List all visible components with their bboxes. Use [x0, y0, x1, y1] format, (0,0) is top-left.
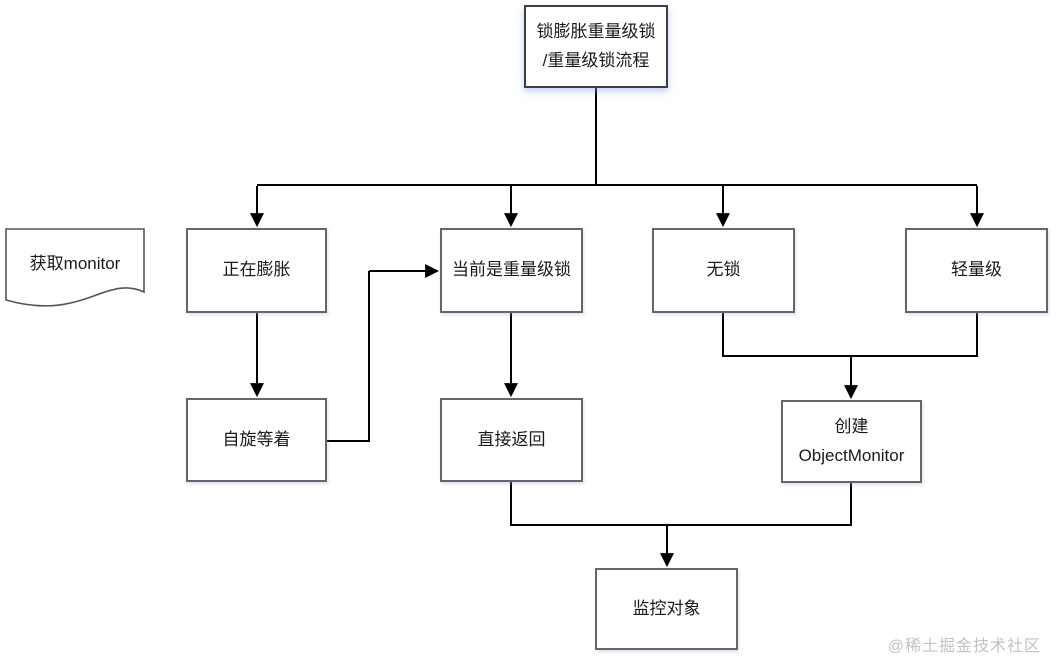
node-monitor-object: 监控对象	[595, 568, 738, 650]
node-no-lock-label: 无锁	[706, 260, 741, 280]
node-no-lock: 无锁	[652, 228, 795, 313]
node-inflating: 正在膨胀	[186, 228, 327, 313]
node-spin-wait: 自旋等着	[186, 398, 327, 482]
node-monitor-object-label: 监控对象	[632, 598, 701, 618]
node-inflating-label: 正在膨胀	[222, 260, 291, 280]
node-lightweight: 轻量级	[905, 228, 1048, 313]
node-spin-wait-label: 自旋等着	[222, 429, 291, 449]
edge-merge-return-create	[510, 482, 852, 526]
node-return-directly-label: 直接返回	[477, 429, 546, 449]
node-return-directly: 直接返回	[440, 398, 583, 482]
node-current-heavyweight: 当前是重量级锁	[440, 228, 583, 313]
node-create-object-monitor: 创建 ObjectMonitor	[781, 400, 922, 483]
edge-merge-no-lock-lightweight	[722, 313, 978, 357]
node-get-monitor-label: 获取monitor	[29, 253, 121, 273]
node-get-monitor: 获取monitor	[5, 228, 145, 312]
node-lightweight-label: 轻量级	[951, 260, 1002, 280]
document-shape-icon	[5, 228, 145, 307]
node-start-label: 锁膨胀重量级锁 /重量级锁流程	[536, 22, 656, 70]
node-start: 锁膨胀重量级锁 /重量级锁流程	[524, 5, 668, 88]
node-current-heavyweight-label: 当前是重量级锁	[452, 260, 571, 280]
watermark: @稀土掘金技术社区	[887, 638, 1041, 655]
edge-spin-wait-elbow	[327, 271, 370, 442]
node-create-object-monitor-label: 创建 ObjectMonitor	[798, 417, 905, 465]
